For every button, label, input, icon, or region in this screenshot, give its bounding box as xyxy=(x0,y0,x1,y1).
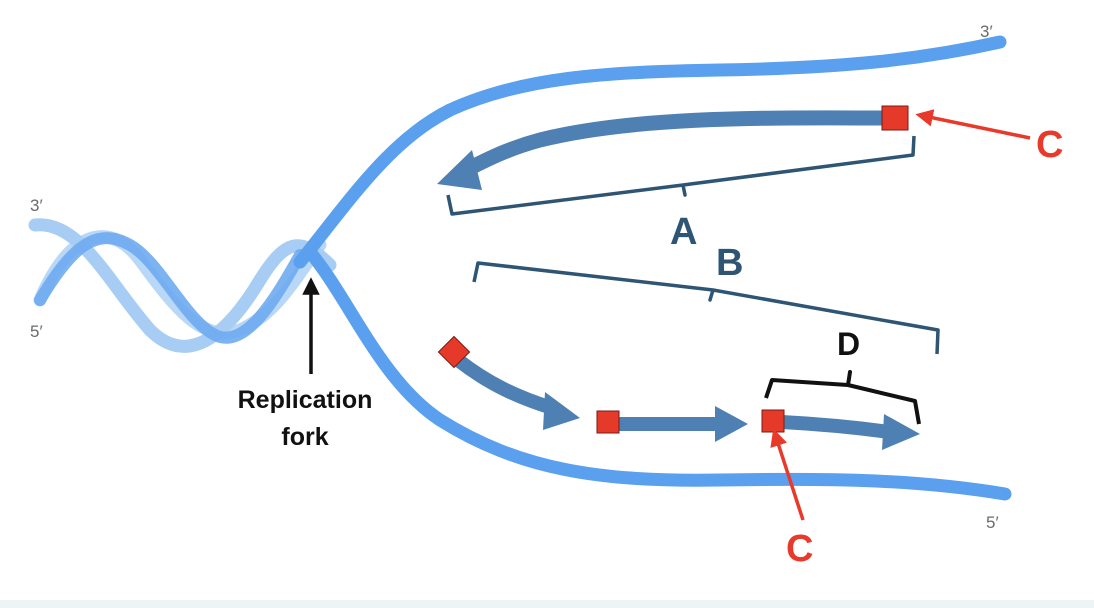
helix-strand-back-2 xyxy=(28,218,337,353)
lagging-fragment-top xyxy=(437,105,909,190)
fragment-2-arrowhead xyxy=(715,406,748,442)
label-left-3prime: 3′ xyxy=(30,196,43,215)
label-d: D xyxy=(837,326,860,362)
fragment-3-body xyxy=(781,415,891,439)
primer-fragment-2 xyxy=(596,410,620,434)
primer-fragment-3 xyxy=(761,409,785,433)
okazaki-fragments-bottom xyxy=(437,335,920,450)
top-new-strand-arrowhead xyxy=(437,150,482,190)
label-left-5prime: 5′ xyxy=(30,322,43,341)
lower-parental-strand xyxy=(303,245,1012,501)
fragment-1-body xyxy=(453,354,555,415)
label-top-right-3prime: 3′ xyxy=(980,22,993,41)
label-c-top: C xyxy=(1036,124,1063,166)
primer-c-top-arrow xyxy=(915,109,1031,140)
replication-fork-label-line2: fork xyxy=(281,423,328,451)
label-bottom-right-5prime: 5′ xyxy=(986,513,999,532)
bracket-b xyxy=(472,261,940,355)
top-new-strand-body xyxy=(466,110,891,175)
primer-top xyxy=(881,105,909,131)
bracket-d xyxy=(764,370,921,425)
label-b: B xyxy=(716,242,743,284)
bottom-strip xyxy=(0,600,1094,608)
helix-strand-front xyxy=(34,232,306,344)
double-helix xyxy=(28,218,337,353)
bracket-a xyxy=(446,135,916,216)
label-c-bottom: C xyxy=(786,528,813,570)
label-a: A xyxy=(670,211,697,253)
fragment-3-arrowhead xyxy=(882,414,920,450)
primer-c-bottom-arrow xyxy=(770,428,805,521)
fragment-1-arrowhead xyxy=(543,392,580,430)
replication-fork-label-line1: Replication xyxy=(238,386,373,414)
primer-fragment-1 xyxy=(437,335,471,369)
upper-parental-strand xyxy=(293,35,1007,269)
